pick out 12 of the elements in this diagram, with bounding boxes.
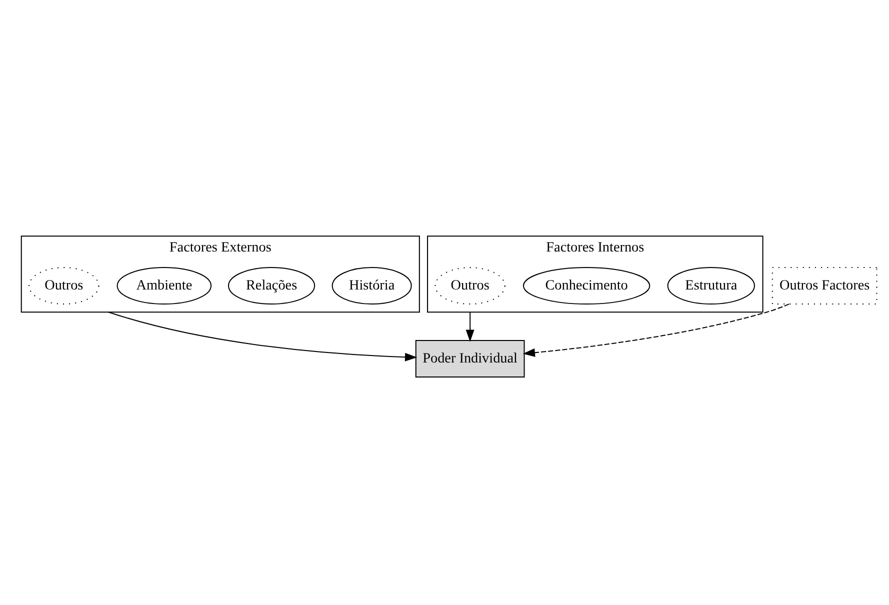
arrow [522,304,789,357]
arrow [465,312,474,342]
node-box: Poder Individual [414,340,524,378]
node-ellipse: Estrutura [666,267,754,305]
node-ellipse: Conhecimento [522,267,650,305]
node-box: Outros Factores [771,267,877,305]
node-ellipse: Outros [434,267,505,305]
node-ellipse: História [331,267,412,305]
node-ellipse: Relações [228,267,315,305]
node-ellipse: Outros [28,267,99,305]
node-ellipse: Ambiente [116,267,212,305]
arrow [108,312,417,362]
